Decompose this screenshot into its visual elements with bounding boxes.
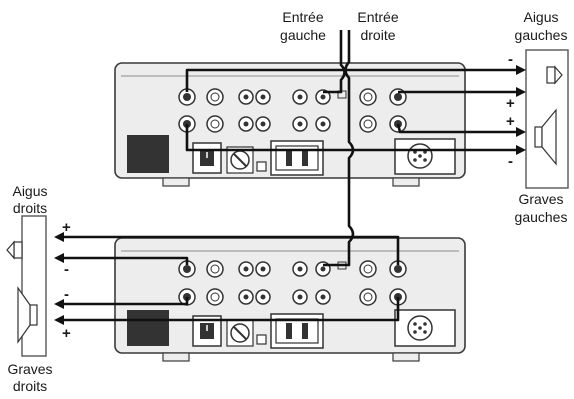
- amplifier-lower: [114, 237, 466, 362]
- rca-jack: [292, 116, 308, 132]
- speaker-right: [6, 215, 47, 357]
- polarity-sign: +: [506, 95, 515, 112]
- arrowheads: [54, 65, 526, 325]
- xlr-connector: [394, 138, 456, 175]
- polarity-sign: +: [62, 325, 71, 342]
- tweeter-left-label-line1: Aigus: [523, 9, 558, 25]
- rca-jack: [238, 116, 254, 132]
- polarity-sign: -: [64, 286, 69, 303]
- rca-jack: [315, 289, 331, 305]
- rca-jack: [292, 261, 308, 277]
- rca-jack: [255, 261, 271, 277]
- rca-jack: [255, 89, 271, 105]
- volume-knob: [226, 146, 254, 174]
- amplifier-upper: [114, 62, 466, 187]
- volume-knob: [226, 319, 254, 347]
- rca-jack: [315, 116, 331, 132]
- xlr-connector: [394, 309, 456, 347]
- wire-lower-tweeter-plus: [62, 235, 400, 265]
- wire-lower-woofer-plus: [62, 297, 400, 322]
- wire-upper-woofer-plus: [396, 123, 518, 134]
- woofer-right-label-line1: Graves: [7, 361, 52, 377]
- tweeter-icon: [546, 65, 563, 85]
- wire-upper-tweeter-minus: [185, 68, 518, 92]
- input-left-label-line2: gauche: [280, 27, 326, 43]
- woofer-left-label-line2: gauches: [515, 209, 568, 225]
- rca-jack: [315, 89, 331, 105]
- rca-jack: [238, 289, 254, 305]
- input-right-label-line2: droite: [360, 27, 395, 43]
- rca-jack: [238, 261, 254, 277]
- rca-jack: [238, 89, 254, 105]
- speaker-terminal: [359, 88, 377, 106]
- woofer-icon: [17, 286, 38, 344]
- heatsink-panel: [127, 310, 169, 346]
- woofer-icon: [534, 108, 557, 166]
- power-inlet: [270, 140, 324, 176]
- tweeter-right-label-line2: droits: [13, 200, 47, 216]
- speaker-terminal: [206, 115, 224, 133]
- polarity-sign: -: [508, 153, 513, 170]
- rca-jack: [255, 289, 271, 305]
- speaker-terminal: [389, 260, 407, 278]
- speaker-terminal: [359, 260, 377, 278]
- wire-lower-tweeter-minus: [62, 256, 189, 265]
- heatsink-panel: [127, 135, 169, 173]
- speaker-terminal: [206, 288, 224, 306]
- speaker-terminal: [359, 288, 377, 306]
- speaker-terminal: [206, 260, 224, 278]
- wire-upper-woofer-minus: [185, 124, 518, 152]
- woofer-right-label-line2: droits: [13, 378, 47, 394]
- input-cable-left: [323, 30, 346, 94]
- wiring: [62, 30, 518, 322]
- polarity-sign: -: [64, 261, 69, 278]
- polarity-sign: -: [508, 51, 513, 68]
- power-switch: [192, 142, 222, 174]
- speaker-terminal: [359, 115, 377, 133]
- input-left-label-line1: Entrée: [282, 9, 323, 25]
- rca-jack: [292, 289, 308, 305]
- polarity-sign: +: [506, 113, 515, 130]
- tweeter-icon: [6, 240, 23, 260]
- speaker-left: [525, 49, 569, 189]
- rca-jack: [292, 89, 308, 105]
- rca-jack: [255, 116, 271, 132]
- speaker-terminal: [206, 88, 224, 106]
- tweeter-left-label-line2: gauches: [515, 27, 568, 43]
- input-right-label-line1: Entrée: [357, 9, 398, 25]
- tweeter-right-label-line1: Aigus: [12, 183, 47, 199]
- woofer-left-label-line1: Graves: [518, 191, 563, 207]
- polarity-sign: +: [62, 219, 71, 236]
- wire-lower-woofer-minus: [62, 297, 189, 306]
